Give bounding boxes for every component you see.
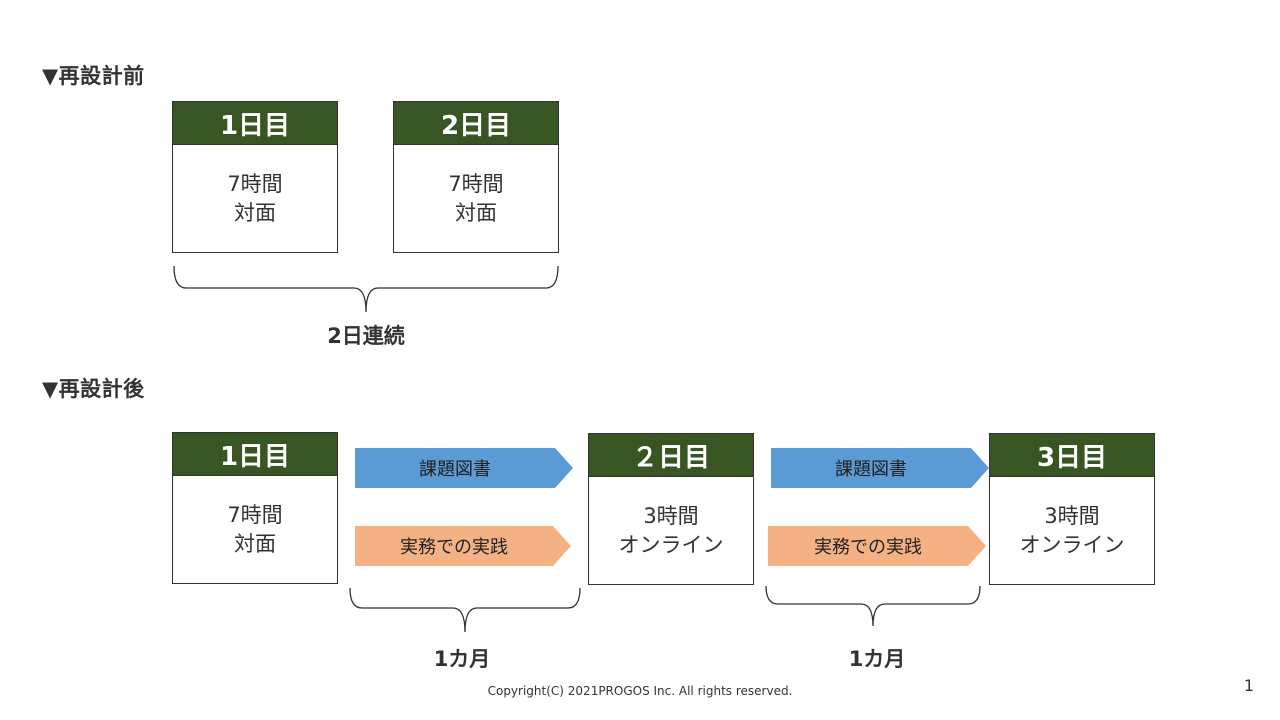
after-day-1-header: 1日目 xyxy=(173,433,337,476)
assigned-reading-arrow-2: 課題図書 xyxy=(771,448,989,488)
before-day-1-body: 7時間 対面 xyxy=(173,145,337,253)
after-day-2-format: オンライン xyxy=(618,533,724,557)
before-brace-label: 2日連続 xyxy=(327,324,405,348)
after-brace-2 xyxy=(765,585,981,627)
after-day-1-body: 7時間 対面 xyxy=(173,476,337,584)
after-day-2-body: 3時間 オンライン xyxy=(589,477,753,585)
practice-label-2: 実務での実践 xyxy=(814,537,922,558)
assigned-reading-label-1: 課題図書 xyxy=(419,459,491,480)
before-brace xyxy=(173,265,559,313)
before-day-2-duration: 7時間 xyxy=(448,172,504,196)
before-day-2-card: 2日目 7時間 対面 xyxy=(393,101,559,253)
before-section-title: ▼再設計前 xyxy=(42,64,145,88)
page-number: 1 xyxy=(1243,676,1254,695)
after-day-2-duration: 3時間 xyxy=(643,504,699,528)
before-day-1-duration: 7時間 xyxy=(227,172,283,196)
before-day-2-body: 7時間 対面 xyxy=(394,145,558,253)
after-day-2-header: ２日目 xyxy=(589,434,753,477)
after-day-1-format: 対面 xyxy=(234,532,276,556)
before-day-1-header: 1日目 xyxy=(173,102,337,145)
assigned-reading-label-2: 課題図書 xyxy=(835,459,907,480)
assigned-reading-arrow-1: 課題図書 xyxy=(355,448,573,488)
before-day-2-header: 2日目 xyxy=(394,102,558,145)
before-day-1-card: 1日目 7時間 対面 xyxy=(172,101,338,253)
after-day-3-card: 3日目 3時間 オンライン xyxy=(989,433,1155,585)
practice-arrow-1: 実務での実践 xyxy=(355,526,571,566)
after-day-1-duration: 7時間 xyxy=(227,503,283,527)
practice-arrow-2: 実務での実践 xyxy=(768,526,986,566)
after-section-title: ▼再設計後 xyxy=(42,377,145,401)
after-day-2-card: ２日目 3時間 オンライン xyxy=(588,433,754,585)
copyright-footer: Copyright(C) 2021PROGOS Inc. All rights … xyxy=(487,684,793,698)
after-brace-1 xyxy=(349,587,581,633)
after-day-3-body: 3時間 オンライン xyxy=(990,477,1154,585)
after-brace-2-label: 1カ月 xyxy=(848,647,906,671)
after-day-3-format: オンライン xyxy=(1019,533,1125,557)
after-day-3-duration: 3時間 xyxy=(1044,504,1100,528)
before-day-2-format: 対面 xyxy=(455,201,497,225)
after-brace-1-label: 1カ月 xyxy=(433,647,491,671)
practice-label-1: 実務での実践 xyxy=(400,537,508,558)
after-day-3-header: 3日目 xyxy=(990,434,1154,477)
after-day-1-card: 1日目 7時間 対面 xyxy=(172,432,338,584)
before-day-1-format: 対面 xyxy=(234,201,276,225)
